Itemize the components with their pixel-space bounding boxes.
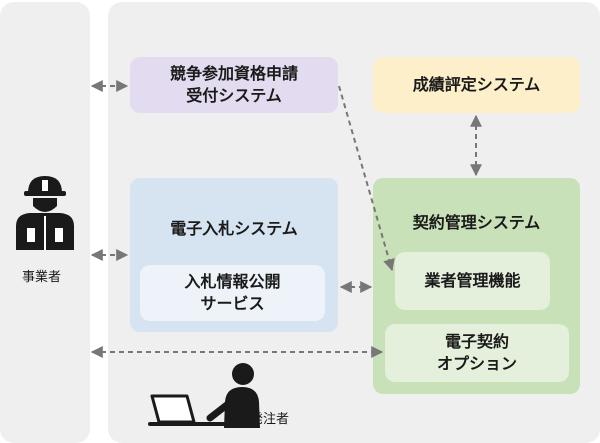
contractor-management-label: 業者管理機能 (424, 271, 521, 290)
person-laptop-icon (148, 363, 260, 428)
electronic-contract-label: 電子契約 オプション (436, 332, 517, 373)
contractor-label: 事業者 (22, 270, 62, 285)
worker-helmet-icon (16, 176, 74, 250)
contract-management-label: 契約管理システム (412, 213, 541, 232)
electronic-contract-option: 電子契約 オプション (385, 324, 569, 382)
electronic-bidding-label: 電子入札システム (170, 219, 298, 238)
performance-evaluation-system: 成績評定システム (373, 57, 580, 113)
performance-evaluation-label: 成績評定システム (412, 75, 541, 94)
qualification-application-label: 競争参加資格申請 受付システム (169, 64, 298, 105)
qualification-application-system: 競争参加資格申請 受付システム (130, 57, 338, 113)
contractor-management-function: 業者管理機能 (395, 252, 550, 310)
bid-info-publication-label: 入札情報公開 サービス (184, 272, 281, 313)
arrow-qualification-contractor-mgmt (338, 85, 395, 272)
bid-info-publication-service: 入札情報公開 サービス (140, 265, 325, 321)
